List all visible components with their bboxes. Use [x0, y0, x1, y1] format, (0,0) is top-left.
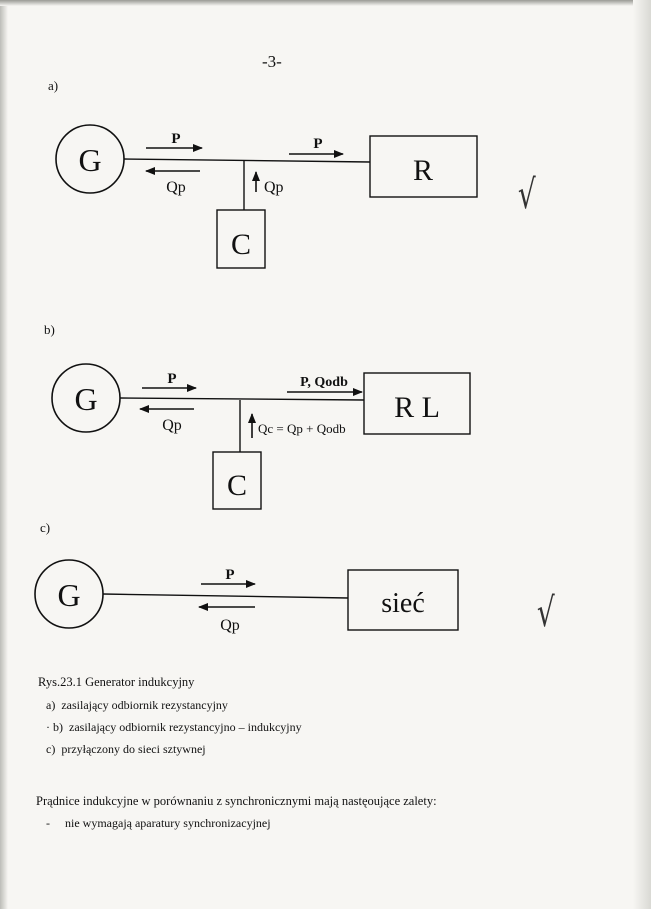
figure-caption: Rys.23.1 Generator indukcyjny	[38, 675, 195, 689]
caption-bullet-dot: ·	[46, 720, 50, 734]
caption-item-marker: a)	[46, 698, 56, 712]
capacitor-reactive-label-b: Qc = Qp + Qodb	[258, 421, 346, 436]
page-edge-shadow-top	[0, 0, 651, 6]
check-mark-a: √	[517, 172, 536, 218]
generator-c-label: G	[57, 577, 80, 613]
capacitor-reactive-label-a: Qp	[264, 179, 284, 196]
capacitor-a-label: C	[231, 228, 251, 261]
power-label-b: P	[167, 371, 176, 387]
caption-item-a: a) zasilający odbiornik rezystancyjny	[46, 698, 228, 713]
capacitor-b-label: C	[227, 469, 247, 502]
load-b-label: R L	[394, 391, 440, 424]
load-a-label: R	[413, 154, 433, 187]
power-label-a: P	[171, 131, 180, 147]
reactive-label-a: Qp	[166, 179, 186, 196]
line-b	[119, 397, 365, 401]
diagram-a-label: a)	[48, 78, 59, 93]
caption-item-c: c) przyłączony do sieci sztywnej	[46, 742, 206, 757]
power-label-c: P	[225, 567, 234, 583]
caption-item-text: zasilający odbiornik rezystancyjno – ind…	[69, 720, 302, 734]
page-edge-shadow-left	[0, 0, 8, 909]
caption-item-text: zasilający odbiornik rezystancyjny	[61, 698, 228, 712]
generator-a-label: G	[78, 142, 101, 178]
diagram-a: G P Qp P Qp C R	[55, 124, 478, 269]
list-bullet: -	[46, 816, 50, 830]
diagram-c-label: c)	[40, 520, 51, 535]
line-a	[123, 158, 371, 163]
list-item-text: nie wymagają aparatury synchronizacyjnej	[65, 816, 271, 830]
capacitor-b-box	[212, 451, 262, 510]
caption-item-b: · b) zasilający odbiornik rezystancyjno …	[46, 720, 302, 735]
caption-item-text: przyłączony do sieci sztywnej	[61, 742, 206, 756]
page-number: -3-	[262, 52, 282, 71]
load-a-box	[369, 135, 478, 198]
load-c-box	[347, 569, 459, 631]
generator-b-label: G	[74, 381, 97, 417]
load-power-label-a: P	[313, 136, 322, 152]
diagram-c: G P Qp sieć	[34, 559, 459, 634]
load-power-label-b: P, Qodb	[300, 375, 348, 390]
load-b-box	[363, 372, 471, 435]
caption-item-marker: c)	[46, 742, 56, 756]
reactive-label-b: Qp	[162, 417, 182, 434]
check-mark-c: √	[536, 590, 555, 636]
line-c	[102, 593, 349, 599]
list-item: - nie wymagają aparatury synchronizacyjn…	[46, 816, 271, 831]
load-c-label: sieć	[381, 588, 425, 619]
diagram-b: G P Qp P, Qodb Qc = Qp + Qodb C R L	[51, 363, 471, 510]
diagram-b-label: b)	[44, 322, 55, 337]
body-paragraph: Prądnice indukcyjne w porównaniu z synch…	[36, 794, 437, 808]
caption-item-marker: b)	[53, 720, 63, 734]
capacitor-a-box	[216, 209, 266, 269]
reactive-label-c: Qp	[220, 617, 240, 634]
page-edge-shadow-right	[633, 0, 651, 909]
